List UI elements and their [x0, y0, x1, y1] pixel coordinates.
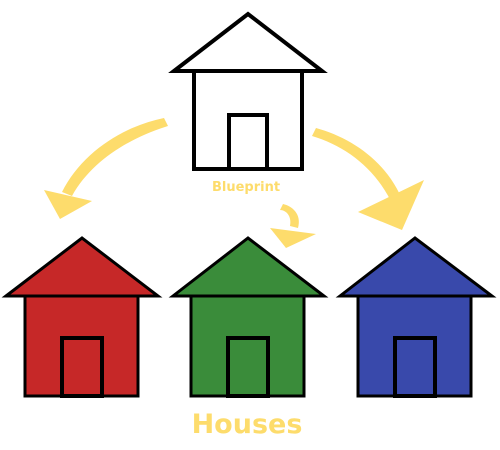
- blue-house: [335, 236, 497, 398]
- blueprint-roof: [168, 11, 328, 73]
- green-house-roof: [168, 236, 329, 298]
- blueprint-door: [227, 113, 269, 171]
- blueprint-label: Blueprint: [212, 180, 280, 195]
- red-house: [1, 236, 163, 398]
- red-house-door: [60, 336, 104, 398]
- green-house: [168, 236, 329, 398]
- arrows: [44, 118, 424, 248]
- blue-house-roof: [335, 236, 497, 298]
- blue-house-door: [393, 336, 437, 398]
- arrow-to-red-house: [44, 118, 168, 219]
- houses-label: Houses: [192, 409, 303, 440]
- arrow-to-green-house: [270, 204, 316, 248]
- red-house-roof: [1, 236, 163, 298]
- arrow-to-blue-house: [312, 128, 424, 230]
- green-house-door: [226, 336, 270, 398]
- blueprint-house: [168, 11, 328, 171]
